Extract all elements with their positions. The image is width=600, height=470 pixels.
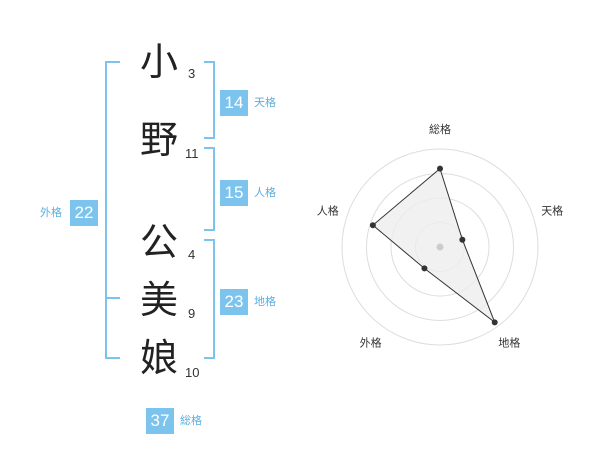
jinkaku-bracket	[204, 147, 215, 231]
gaikaku-value: 22	[70, 200, 98, 226]
name-char-3: 公	[139, 220, 178, 264]
radar-points	[369, 165, 498, 326]
radar-axis-label-3: 地格	[498, 336, 520, 350]
name-char-5: 娘	[139, 336, 178, 380]
stroke-count-2: 11	[185, 146, 199, 161]
tenkaku-label: 天格	[254, 96, 276, 109]
name-char-4: 美	[139, 278, 178, 322]
name-char-2: 野	[139, 118, 178, 162]
radar-center-dot	[436, 243, 444, 251]
radar-point-3	[491, 319, 498, 326]
radar-point-1	[437, 165, 443, 172]
radar-axis-label-1: 総格	[429, 122, 451, 136]
gaikaku-bracket	[105, 61, 120, 359]
radar-axis-label-4: 外格	[360, 336, 382, 350]
radar-ring-4	[341, 148, 539, 346]
chikaku-bracket	[204, 239, 215, 359]
soukaku-label: 総格	[180, 414, 202, 427]
radar-axis-label-5: 人格	[317, 204, 339, 218]
radar-point-2	[459, 236, 466, 243]
tenkaku-bracket	[204, 61, 215, 139]
jinkaku-value: 15	[220, 180, 248, 206]
stroke-count-4: 9	[188, 306, 196, 321]
name-char-1: 小	[139, 40, 178, 84]
gaikaku-label: 外格	[40, 206, 62, 219]
chikaku-label: 地格	[254, 295, 276, 308]
stroke-count-3: 4	[188, 247, 196, 262]
radar-point-4	[421, 265, 428, 272]
stroke-count-5: 10	[185, 365, 200, 380]
stroke-count-1: 3	[188, 66, 196, 81]
chikaku-value: 23	[220, 289, 248, 315]
soukaku-value: 37	[146, 408, 174, 434]
jinkaku-label: 人格	[254, 186, 276, 199]
tenkaku-value: 14	[220, 90, 248, 116]
radar-axis-label-2: 天格	[541, 204, 563, 218]
radar-polygon	[372, 167, 496, 324]
radar-point-5	[369, 222, 376, 229]
